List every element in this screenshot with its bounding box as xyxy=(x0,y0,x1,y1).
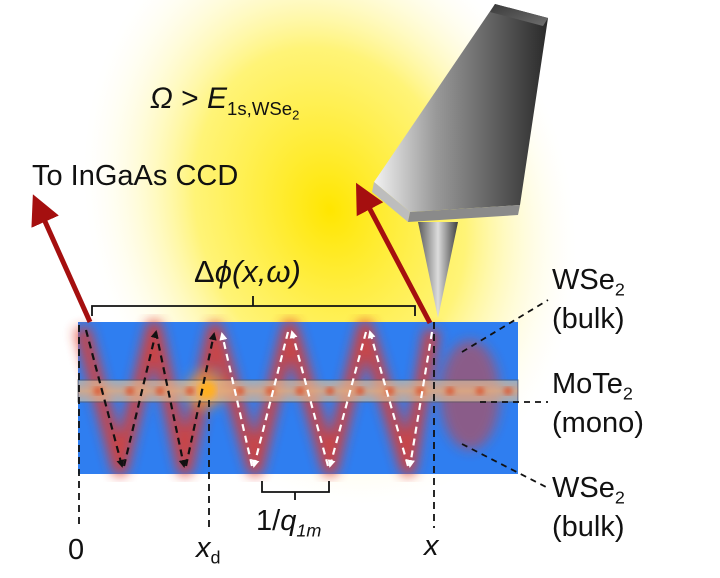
bottom-layer-type: (bulk) xyxy=(552,510,625,543)
phase-bracket xyxy=(91,296,416,316)
top-layer-type: (bulk) xyxy=(552,302,625,335)
reference-lines xyxy=(78,322,435,528)
condition-label: Ω > E1s,WSe2 xyxy=(150,82,300,123)
mid-layer-type: (mono) xyxy=(552,406,644,439)
top-layer-sub: 2 xyxy=(614,279,625,300)
layer-leaders xyxy=(461,299,549,489)
phase-label: Δϕ(x,ω) xyxy=(194,256,301,287)
wavelength-bracket xyxy=(261,481,330,500)
exciton-dots xyxy=(94,387,512,395)
mid-layer-label: MoTe2 (mono) xyxy=(552,366,644,441)
defect-x: x xyxy=(196,532,211,564)
launched-wave-right xyxy=(219,330,434,468)
wavelength-sub: 1m xyxy=(296,520,322,541)
detector-label: To InGaAs CCD xyxy=(32,160,239,192)
top-layer-material: WSe xyxy=(552,264,615,296)
wavelength-q: q xyxy=(280,505,297,537)
top-layer-label: WSe2 (bulk) xyxy=(552,262,625,337)
energy-subscript: 1s,WSe xyxy=(227,97,293,119)
detector-arrow-icon xyxy=(31,182,433,325)
energy-subsubscript: 2 xyxy=(292,107,300,123)
mid-layer-material: MoTe xyxy=(552,368,623,400)
omega-symbol: Ω xyxy=(150,82,173,115)
mid-layer-sub: 2 xyxy=(622,383,633,404)
bottom-layer-label: WSe2 (bulk) xyxy=(552,470,625,545)
defect-sub: d xyxy=(210,547,221,568)
afm-tip-icon xyxy=(372,4,548,318)
defect-hotspot xyxy=(198,381,216,399)
bottom-layer-sub: 2 xyxy=(614,487,625,508)
origin-label: 0 xyxy=(68,534,85,566)
phase-phi: ϕ xyxy=(214,254,232,289)
phase-delta: Δ xyxy=(194,254,215,289)
wavelength-prefix: 1/ xyxy=(256,505,281,537)
heterostructure xyxy=(74,320,519,476)
defect-position-label: xd xyxy=(196,532,221,568)
phase-args: (x,ω) xyxy=(231,254,301,289)
reflected-wave-left xyxy=(84,329,217,468)
bottom-layer-material: WSe xyxy=(552,472,615,504)
wavelength-label: 1/q1m xyxy=(256,505,322,541)
tip-position-label: x xyxy=(424,530,439,562)
relation-symbol: > xyxy=(172,82,208,115)
energy-symbol: E xyxy=(207,82,228,115)
